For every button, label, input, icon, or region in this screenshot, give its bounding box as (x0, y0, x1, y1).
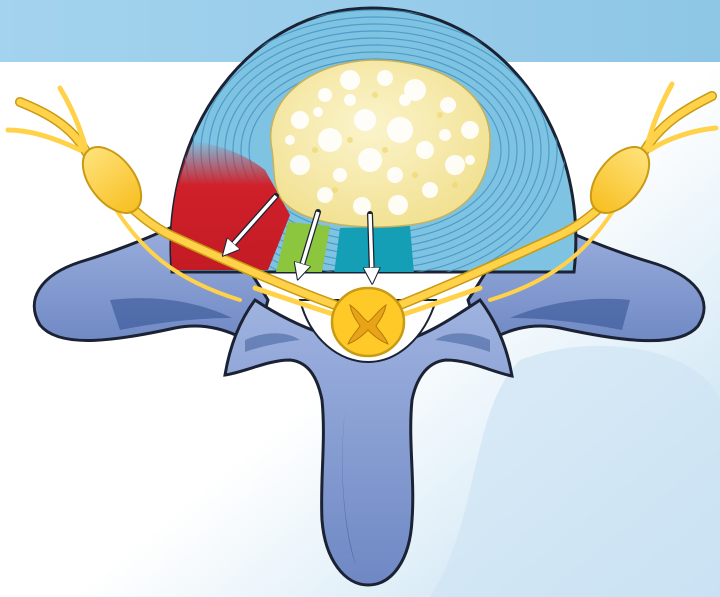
nucleus-pulposus (271, 60, 490, 227)
spinal-cord-icon (332, 288, 404, 356)
